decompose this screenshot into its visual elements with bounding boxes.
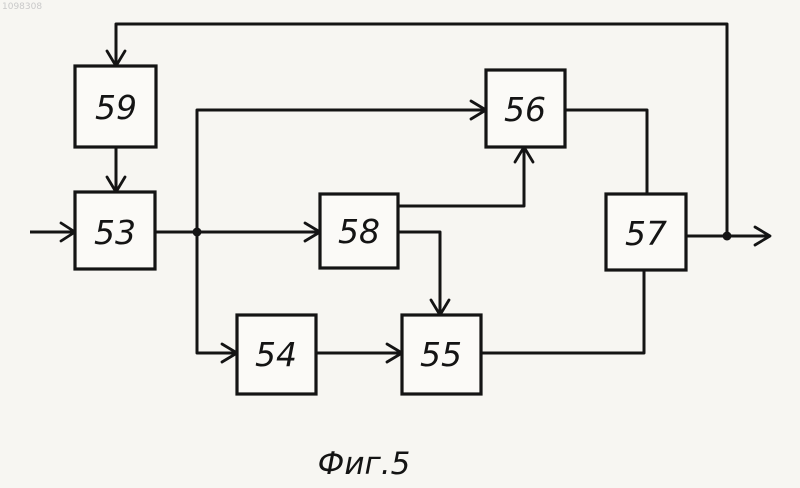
- block-53: 53: [75, 192, 155, 269]
- block-59: 59: [75, 66, 156, 147]
- junction-dot-input: [193, 228, 202, 237]
- block-59-label: 59: [95, 88, 137, 127]
- junction-dot-output: [723, 232, 732, 241]
- block-55: 55: [402, 315, 481, 394]
- block-55-label: 55: [420, 335, 462, 374]
- wire-55-57: [481, 270, 644, 353]
- block-56: 56: [486, 70, 565, 147]
- wire-58-56: [398, 147, 524, 206]
- block-56-label: 56: [504, 90, 546, 129]
- block-57-label: 57: [625, 214, 667, 253]
- document-number: 1098308: [2, 2, 42, 12]
- figure-caption: Фиг.5: [318, 446, 411, 482]
- block-54: 54: [237, 315, 316, 394]
- block-53-label: 53: [94, 213, 136, 252]
- wire-junction-54: [197, 232, 237, 353]
- block-57: 57: [606, 194, 686, 270]
- block-58: 58: [320, 194, 398, 268]
- block-54-label: 54: [255, 335, 297, 374]
- wire-56-57: [565, 110, 647, 194]
- block-58-label: 58: [338, 212, 380, 251]
